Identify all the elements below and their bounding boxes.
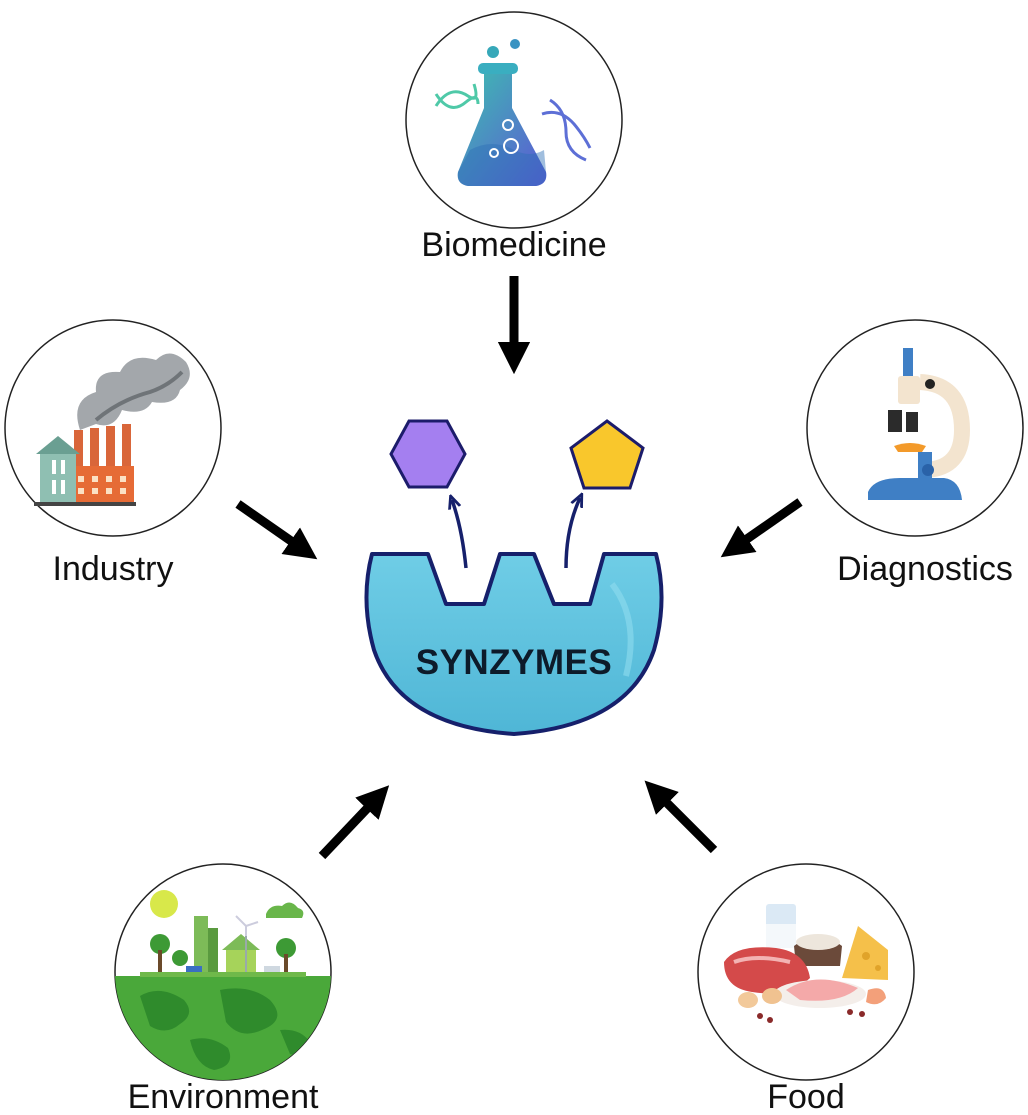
green-earth-icon: [115, 976, 331, 1080]
enzyme-shape: [364, 552, 664, 736]
factory-icon: [34, 353, 190, 506]
food-group-icon: [724, 904, 888, 1023]
synzyme-enzyme: SYNZYMES: [364, 552, 664, 736]
product-pentagon: [569, 419, 645, 490]
biomedicine-label: Biomedicine: [421, 226, 606, 264]
eco-city-icon: [140, 890, 306, 977]
release-arrow-left: [452, 500, 468, 569]
synzymes-label: SYNZYMES: [416, 643, 613, 682]
arrow-environment: [318, 785, 390, 860]
industry-node: Industry: [4, 319, 222, 588]
microscope-icon: [868, 348, 971, 500]
biomedicine-node: Biomedicine: [405, 11, 623, 264]
industry-label: Industry: [53, 550, 174, 588]
environment-node: Environment: [114, 863, 332, 1115]
arrow-diagnostics: [720, 498, 803, 558]
food-label: Food: [767, 1078, 845, 1115]
diagnostics-label: Diagnostics: [837, 550, 1013, 588]
diagnostics-node: Diagnostics: [806, 319, 1024, 588]
product-hexagon: [389, 419, 467, 489]
environment-label: Environment: [128, 1078, 319, 1115]
flask-dna-icon: [434, 39, 592, 186]
food-node: Food: [697, 863, 915, 1115]
arrow-food: [644, 780, 718, 854]
release-arrow-right: [564, 498, 580, 569]
arrow-industry: [235, 500, 318, 560]
